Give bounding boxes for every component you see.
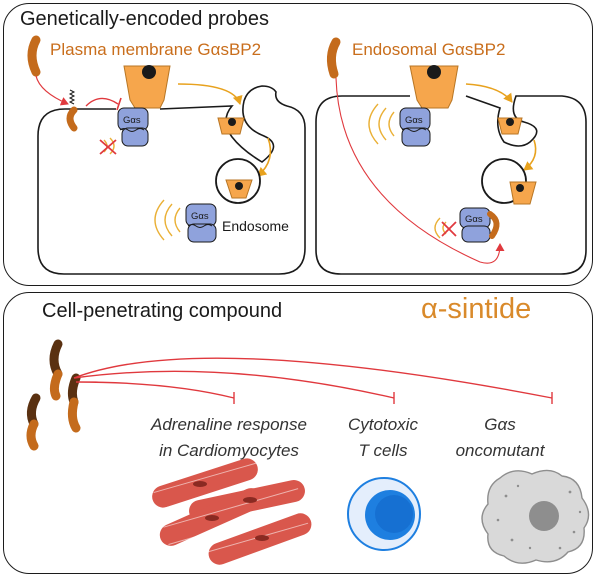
internalization-arrow-left	[177, 83, 243, 105]
tumor-cell-icon	[481, 469, 590, 564]
cardiomyocytes-icon	[152, 453, 312, 565]
t-cell-icon	[347, 477, 421, 551]
blocked-signal-right	[434, 217, 457, 239]
top-panel-title: Genetically-encoded probes	[20, 8, 270, 30]
galpha-label: Gαs	[191, 211, 209, 222]
endosome-right	[481, 158, 537, 205]
receptor-surface-left	[123, 65, 171, 109]
target-line: oncomutant	[455, 441, 545, 460]
endosome-left	[215, 158, 261, 204]
target-line: T cells	[358, 441, 408, 460]
inhibition-line-left	[85, 97, 119, 107]
inhibition-lines	[73, 357, 553, 404]
genetic-probes-panel	[3, 3, 593, 286]
endosomal-signal-waves-left	[154, 199, 181, 241]
probe-entry-arrow	[35, 75, 69, 106]
compound-name: α-sintide	[421, 293, 532, 325]
blocked-signal-left	[99, 137, 117, 155]
receptor-pit-left	[217, 117, 245, 135]
galpha-endosome-right: Gαs	[459, 207, 500, 243]
left-cell	[37, 85, 306, 275]
target-line: Cytotoxic	[348, 415, 418, 434]
membrane-anchored-probe	[66, 106, 78, 132]
membrane-anchor-linker	[68, 89, 76, 105]
internalization-arrow-right	[465, 83, 513, 103]
left-cell-membrane	[37, 85, 306, 275]
galpha-label: Gαs	[465, 214, 483, 225]
target-line: Adrenaline response	[151, 415, 307, 434]
bottom-panel-title: Cell-penetrating compound	[42, 300, 283, 322]
galpha-label: Gαs	[123, 115, 141, 126]
endosome-label: Endosome	[222, 218, 289, 234]
surface-signal-waves-right	[368, 103, 395, 145]
target-cardiomyocytes: Adrenaline response in Cardiomyocytes	[118, 412, 340, 464]
target-t-cells: Cytotoxic T cells	[328, 412, 438, 464]
receptor-pit-right	[497, 117, 523, 135]
right-cell-membrane	[315, 95, 587, 275]
right-probe-peptide	[326, 37, 341, 79]
endosomal-probe-label: Endosomal GαsBP2	[352, 40, 506, 59]
target-line: in Cardiomyocytes	[159, 441, 299, 460]
galpha-endosome-left: Gαs	[185, 203, 217, 243]
left-probe-peptide	[27, 35, 41, 77]
galpha-right-surface: Gαs	[399, 107, 431, 147]
endosomal-delivery-arrow	[335, 77, 505, 264]
target-oncomutant: Gαs oncomutant	[438, 412, 562, 464]
galpha-left-surface: Gαs	[117, 107, 149, 147]
endocytosis-arrow-left	[257, 137, 272, 177]
sintide-peptides	[26, 339, 81, 451]
galpha-label: Gαs	[405, 115, 423, 126]
endocytosis-arrow-right	[523, 139, 537, 171]
compound-panel	[3, 292, 593, 574]
plasma-membrane-probe-label: Plasma membrane GαsBP2	[50, 40, 262, 59]
receptor-surface-right	[409, 65, 459, 109]
target-line: Gαs	[484, 415, 516, 434]
